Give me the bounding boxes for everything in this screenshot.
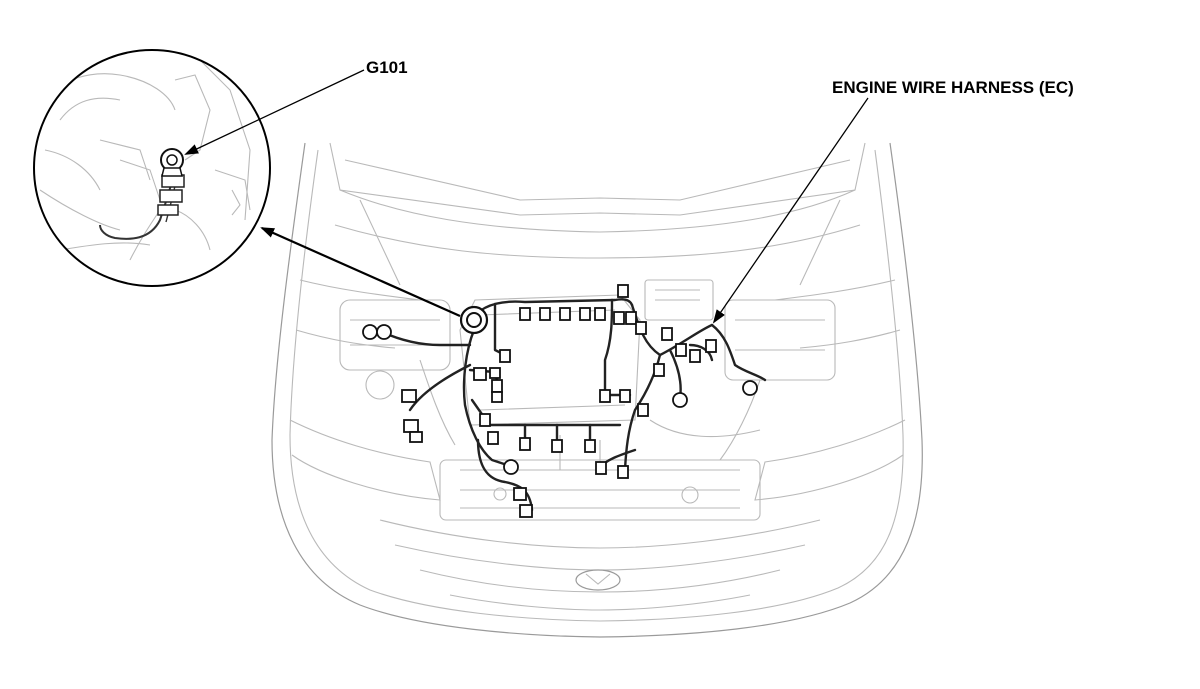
harness-leader-line (712, 97, 869, 324)
g101-leader-line (184, 69, 365, 155)
engine-wire-harness-label: ENGINE WIRE HARNESS (EC) (832, 78, 1074, 97)
round-connectors (362, 324, 758, 475)
detail-pointer-arrow (260, 226, 461, 318)
detail-view-circle (33, 49, 271, 287)
g101-location-marker (459, 305, 489, 335)
vehicle-body-outline (271, 142, 923, 638)
g101-label: G101 (366, 58, 408, 77)
harness-connectors (401, 284, 717, 518)
